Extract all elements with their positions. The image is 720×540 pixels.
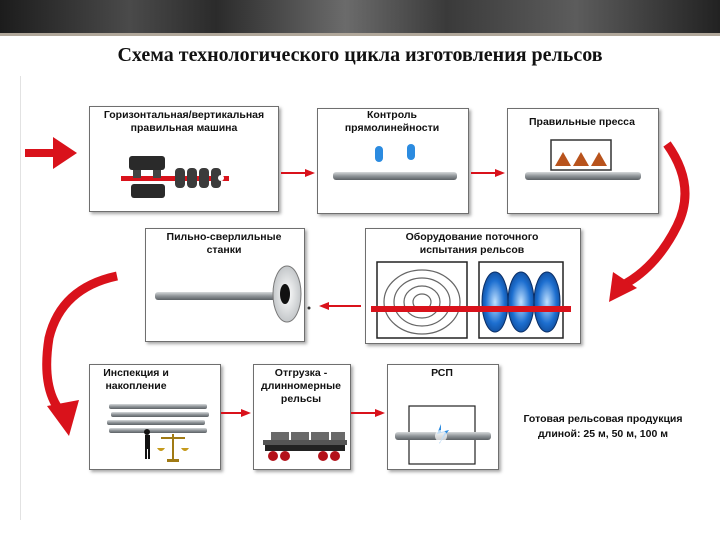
diagram-graphics [25,137,690,465]
arrow-icon [351,409,385,417]
rail-welding-icon [395,405,491,465]
banner-divider [0,33,720,36]
saw-drill-icon [155,265,311,323]
straightness-sensor-icon [333,144,457,180]
curved-arrow-left-icon [42,271,118,436]
curved-arrow-right-icon [609,141,690,302]
straightening-rollers-icon [121,156,229,198]
straightening-press-icon [525,139,641,180]
railcar-icon [263,432,347,461]
arrow-icon [281,169,315,177]
box-rsp [387,364,499,470]
entry-arrow-icon [25,137,77,169]
label-straightening-press: Правильные пресса [528,116,635,128]
label-straightness-control: Контроль прямолинейности [344,109,440,134]
page-title: Схема технологического цикла изготовлени… [117,44,603,66]
label-saw-drill: Пильно-сверлильные станки [166,231,282,256]
arrow-icon [319,302,361,310]
inline-testing-icon [371,261,571,339]
label-shipping-long: Отгрузка - длинномерные рельсы [261,367,341,405]
header-banner-image [0,0,720,36]
process-diagram: Горизонтальная/вертикальная правильная м… [20,76,701,520]
box-straightening-machine [89,106,279,212]
inspection-storage-icon [107,404,209,462]
result-note: Готовая рельсовая продукция длиной: 25 м… [523,413,683,440]
box-straightness-control [317,108,469,214]
arrow-icon [221,409,251,417]
label-straightening-machine: Горизонтальная/вертикальная правильная м… [103,109,265,134]
label-inline-testing: Оборудование поточного испытания рельсов [405,231,539,256]
arrow-icon [471,169,505,177]
label-inspection: Инспекция и накопление [103,367,169,392]
label-rsp: РСП [431,367,453,379]
